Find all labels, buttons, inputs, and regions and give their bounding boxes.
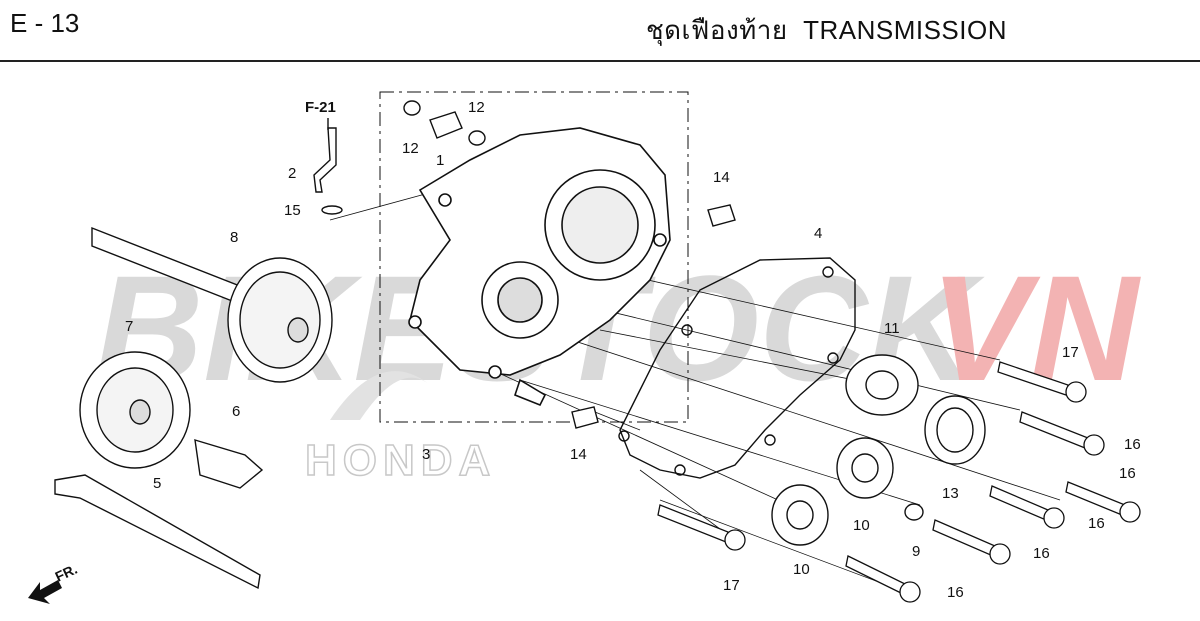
final-shaft-5 <box>54 474 261 590</box>
washer-9 <box>904 503 924 521</box>
callout-16b: 16 <box>1119 465 1136 482</box>
dowel-pin-14b <box>571 406 599 429</box>
oil-seal-12b <box>468 130 486 146</box>
gasket <box>618 257 856 479</box>
bolt-16c <box>989 485 1049 521</box>
callout-15: 15 <box>284 202 301 219</box>
callout-numbers: 1 2 3 4 5 6 7 8 9 10 10 11 12 12 13 14 1… <box>125 99 1141 601</box>
watermark-vn: VN <box>930 244 1141 412</box>
callout-14a: 14 <box>713 169 730 186</box>
clip-15 <box>321 205 343 215</box>
bolt-17b <box>657 504 729 543</box>
oil-seal-12a <box>403 100 421 116</box>
callout-17a: 17 <box>1062 344 1079 361</box>
title-english: TRANSMISSION <box>803 15 1007 45</box>
callout-12b: 12 <box>468 99 485 116</box>
bolt-16d <box>932 519 996 557</box>
gear-7 <box>79 351 191 469</box>
callout-8: 8 <box>230 229 238 246</box>
pinion-gear-6 <box>194 439 264 489</box>
collar-1 <box>429 111 463 139</box>
callout-10b: 10 <box>793 561 810 578</box>
front-direction-indicator: FR. <box>28 561 80 604</box>
reference-f21-label: F-21 <box>305 99 336 116</box>
breather-tube-2 <box>313 127 337 193</box>
callout-6: 6 <box>232 403 240 420</box>
callout-3: 3 <box>422 446 430 463</box>
page-code: E - 13 <box>10 8 80 38</box>
callout-7: 7 <box>125 318 133 335</box>
callout-17b: 17 <box>723 577 740 594</box>
callout-14b: 14 <box>570 446 587 463</box>
transmission-case <box>408 127 671 407</box>
callout-10a: 10 <box>853 517 870 534</box>
countershaft-gear-assembly <box>91 226 333 383</box>
callout-5: 5 <box>153 475 161 492</box>
callout-16c: 16 <box>1088 515 1105 532</box>
callout-11: 11 <box>884 320 900 337</box>
callout-1: 1 <box>436 152 444 169</box>
callout-16e: 16 <box>947 584 964 601</box>
small-parts <box>313 100 736 429</box>
bolt-16a <box>1019 411 1089 449</box>
bolts <box>657 361 1141 603</box>
title-rule <box>0 60 1200 62</box>
title-thai: ชุดเฟืองท้าย <box>646 15 788 45</box>
front-arrow-icon <box>28 580 62 604</box>
bolt-16e <box>845 555 906 595</box>
assembly-group-box <box>379 91 689 423</box>
callout-16d: 16 <box>1033 545 1050 562</box>
honda-wing-logo <box>330 371 430 420</box>
bearings <box>771 354 986 546</box>
callout-2: 2 <box>288 165 296 182</box>
bolt-16b <box>1065 481 1126 516</box>
callout-13: 13 <box>942 485 959 502</box>
dowel-pin-14a <box>707 204 736 227</box>
callout-12a: 12 <box>402 140 419 157</box>
page-title: ชุดเฟืองท้าย TRANSMISSION <box>646 10 1007 51</box>
watermark-honda: HONDA <box>305 436 496 485</box>
callout-16a: 16 <box>1124 436 1141 453</box>
callout-9: 9 <box>912 543 920 560</box>
callout-4: 4 <box>814 225 822 242</box>
front-label: FR. <box>53 561 80 585</box>
